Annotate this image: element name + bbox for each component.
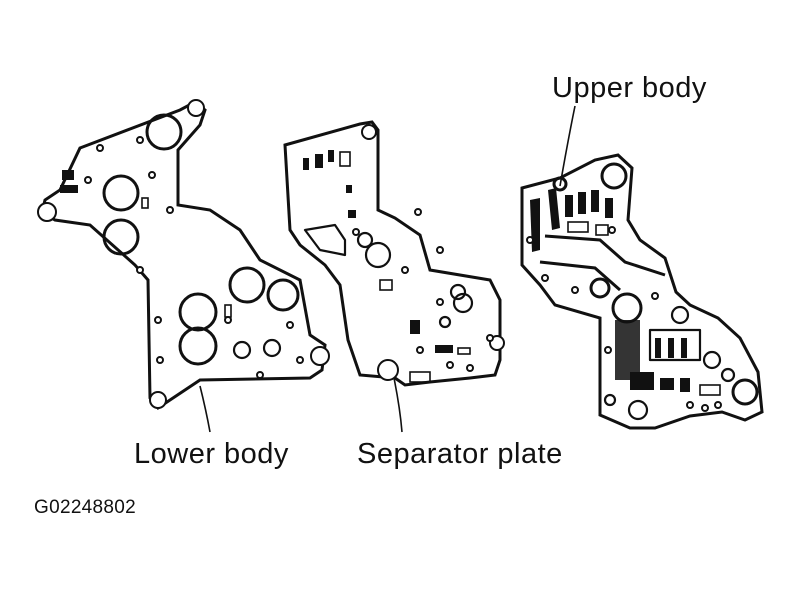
lower-body-label: Lower body xyxy=(134,438,289,470)
lower-body-leader xyxy=(199,385,211,433)
upper-body-label: Upper body xyxy=(552,72,707,104)
separator-plate-part xyxy=(283,120,505,387)
separator-plate-leader xyxy=(393,377,403,433)
figure-code: G02248802 xyxy=(34,497,137,518)
upper-body-leader xyxy=(559,105,576,187)
upper-body-part xyxy=(520,153,764,430)
separator-plate-label: Separator plate xyxy=(357,438,563,470)
lower-body-part xyxy=(37,99,330,411)
